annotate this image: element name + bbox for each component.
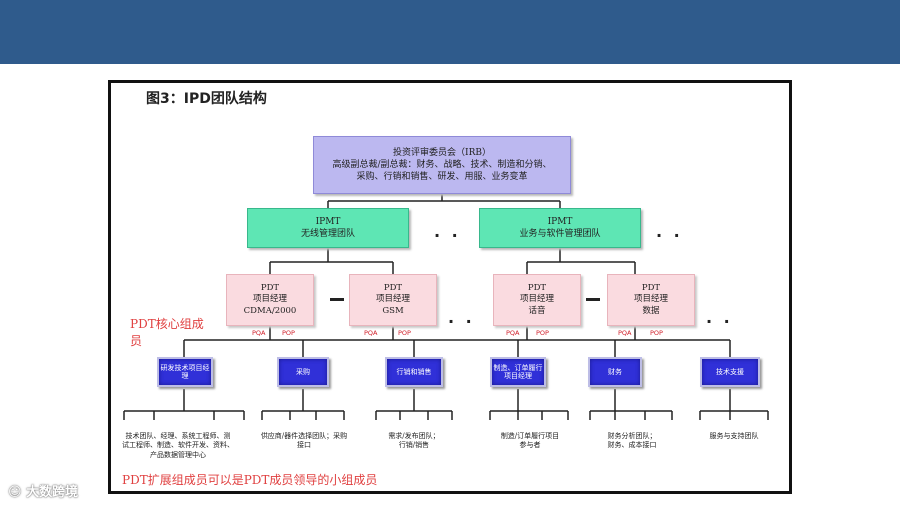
pop-label: POP bbox=[282, 329, 295, 337]
function-label: 技术支援 bbox=[716, 367, 744, 376]
ipmt-box-wireless: IPMT 无线管理团队 bbox=[247, 208, 409, 248]
pdt-box-voice: PDT 项目经理 话音 bbox=[493, 274, 581, 326]
ipmt-line-1: IPMT bbox=[315, 216, 341, 227]
subgroup-line: 试工程师、制造、软件开发、资料、 bbox=[122, 441, 234, 450]
function-box-rd-pm: 研发技术项目经理 bbox=[157, 357, 213, 387]
function-label: 行销和销售 bbox=[396, 367, 432, 376]
ellipsis: · · bbox=[434, 226, 461, 245]
pdt-box-cdma: PDT 项目经理 CDMA/2000 bbox=[226, 274, 314, 326]
irb-line-3: 采购、行销和销售、研发、用服、业务变革 bbox=[356, 172, 528, 183]
function-label: 财务 bbox=[608, 367, 622, 376]
function-box-marketing: 行销和销售 bbox=[385, 357, 443, 387]
pqa-label: PQA bbox=[506, 329, 520, 337]
function-label: 制造、订单履行项目经理 bbox=[493, 363, 543, 380]
subgroup-text: 财务分析团队； 财务、成本接口 bbox=[590, 432, 674, 451]
pdt-line-1: PDT bbox=[260, 282, 280, 293]
core-members-label: PDT核心组成员 bbox=[130, 317, 204, 348]
function-box-finance: 财务 bbox=[588, 357, 642, 387]
subgroup-line: 产品数据管理中心 bbox=[150, 450, 206, 459]
ipmt-line-2: 业务与软件管理团队 bbox=[519, 229, 601, 239]
subgroup-line: 参与者 bbox=[519, 441, 541, 450]
pqa-label: PQA bbox=[364, 329, 378, 337]
pdt-line-2: 项目经理 bbox=[633, 294, 668, 305]
subgroup-line: 需求/发布团队； bbox=[388, 432, 440, 440]
header-bar bbox=[0, 0, 900, 64]
subgroup-line: 技术团队、经理、系统工程师、测 bbox=[125, 432, 231, 440]
pdt-line-2: 项目经理 bbox=[252, 294, 287, 305]
watermark-text: 大数跨境 bbox=[26, 485, 79, 500]
separator-dash bbox=[330, 298, 344, 301]
irb-box: 投资评审委员会（IRB） 高级副总裁/副总裁：财务、战略、技术、制造和分销、 采… bbox=[313, 136, 571, 194]
ellipsis: · · bbox=[706, 312, 733, 331]
subgroup-line: 财务分析团队； bbox=[607, 432, 657, 440]
pop-label: POP bbox=[398, 329, 411, 337]
pdt-box-gsm: PDT 项目经理 GSM bbox=[349, 274, 437, 326]
pdt-line-3: GSM bbox=[382, 305, 404, 316]
function-label: 研发技术项目经理 bbox=[160, 363, 210, 380]
pop-label: POP bbox=[650, 329, 663, 337]
subgroup-line: 行销/销售 bbox=[398, 441, 430, 450]
subgroup-text: 技术团队、经理、系统工程师、测 试工程师、制造、软件开发、资料、 产品数据管理中… bbox=[114, 432, 242, 460]
ipmt-line-1: IPMT bbox=[547, 216, 573, 227]
subgroup-text: 需求/发布团队； 行销/销售 bbox=[370, 432, 458, 451]
watermark-logo: ☺ 大数跨境 bbox=[8, 481, 78, 500]
figure-title: 图3：IPD团队结构 bbox=[146, 91, 267, 107]
separator-dash bbox=[586, 298, 600, 301]
ellipsis: · · bbox=[656, 226, 683, 245]
pdt-line-2: 项目经理 bbox=[519, 294, 554, 305]
pdt-line-1: PDT bbox=[383, 282, 403, 293]
subgroup-line: 服务与支持团队 bbox=[709, 432, 759, 440]
subgroup-line: 供应商/器件选择团队；采购 bbox=[260, 432, 348, 440]
function-box-procurement: 采购 bbox=[277, 357, 329, 387]
function-label: 采购 bbox=[296, 367, 310, 376]
pdt-box-data: PDT 项目经理 数据 bbox=[607, 274, 695, 326]
pqa-label: PQA bbox=[618, 329, 632, 337]
pdt-line-1: PDT bbox=[641, 282, 661, 293]
pdt-line-2: 项目经理 bbox=[375, 294, 410, 305]
pdt-line-3: 数据 bbox=[642, 305, 660, 316]
extended-members-note: PDT扩展组成员可以是PDT成员领导的小组成员 bbox=[122, 473, 378, 487]
pop-label: POP bbox=[536, 329, 549, 337]
irb-line-1: 投资评审委员会（IRB） bbox=[393, 147, 491, 158]
pqa-label: PQA bbox=[252, 329, 266, 337]
ellipsis: · · bbox=[448, 312, 475, 331]
function-box-tech-support: 技术支援 bbox=[700, 357, 760, 387]
subgroup-text: 供应商/器件选择团队；采购 接口 bbox=[252, 432, 356, 451]
pdt-line-3: 话音 bbox=[528, 305, 546, 316]
subgroup-text: 制造/订单履行项目 参与者 bbox=[484, 432, 576, 451]
pdt-line-1: PDT bbox=[527, 282, 547, 293]
pdt-line-3: CDMA/2000 bbox=[243, 305, 297, 316]
watermark-icon: ☺ bbox=[8, 485, 22, 500]
ipmt-line-2: 无线管理团队 bbox=[300, 229, 355, 239]
subgroup-text: 服务与支持团队 bbox=[694, 432, 774, 441]
ipmt-box-software: IPMT 业务与软件管理团队 bbox=[479, 208, 641, 248]
function-box-manufacturing: 制造、订单履行项目经理 bbox=[490, 357, 546, 387]
irb-line-2: 高级副总裁/副总裁：财务、战略、技术、制造和分销、 bbox=[332, 159, 552, 170]
subgroup-line: 制造/订单履行项目 bbox=[500, 432, 560, 440]
subgroup-line: 财务、成本接口 bbox=[607, 441, 657, 450]
subgroup-line: 接口 bbox=[297, 441, 311, 450]
